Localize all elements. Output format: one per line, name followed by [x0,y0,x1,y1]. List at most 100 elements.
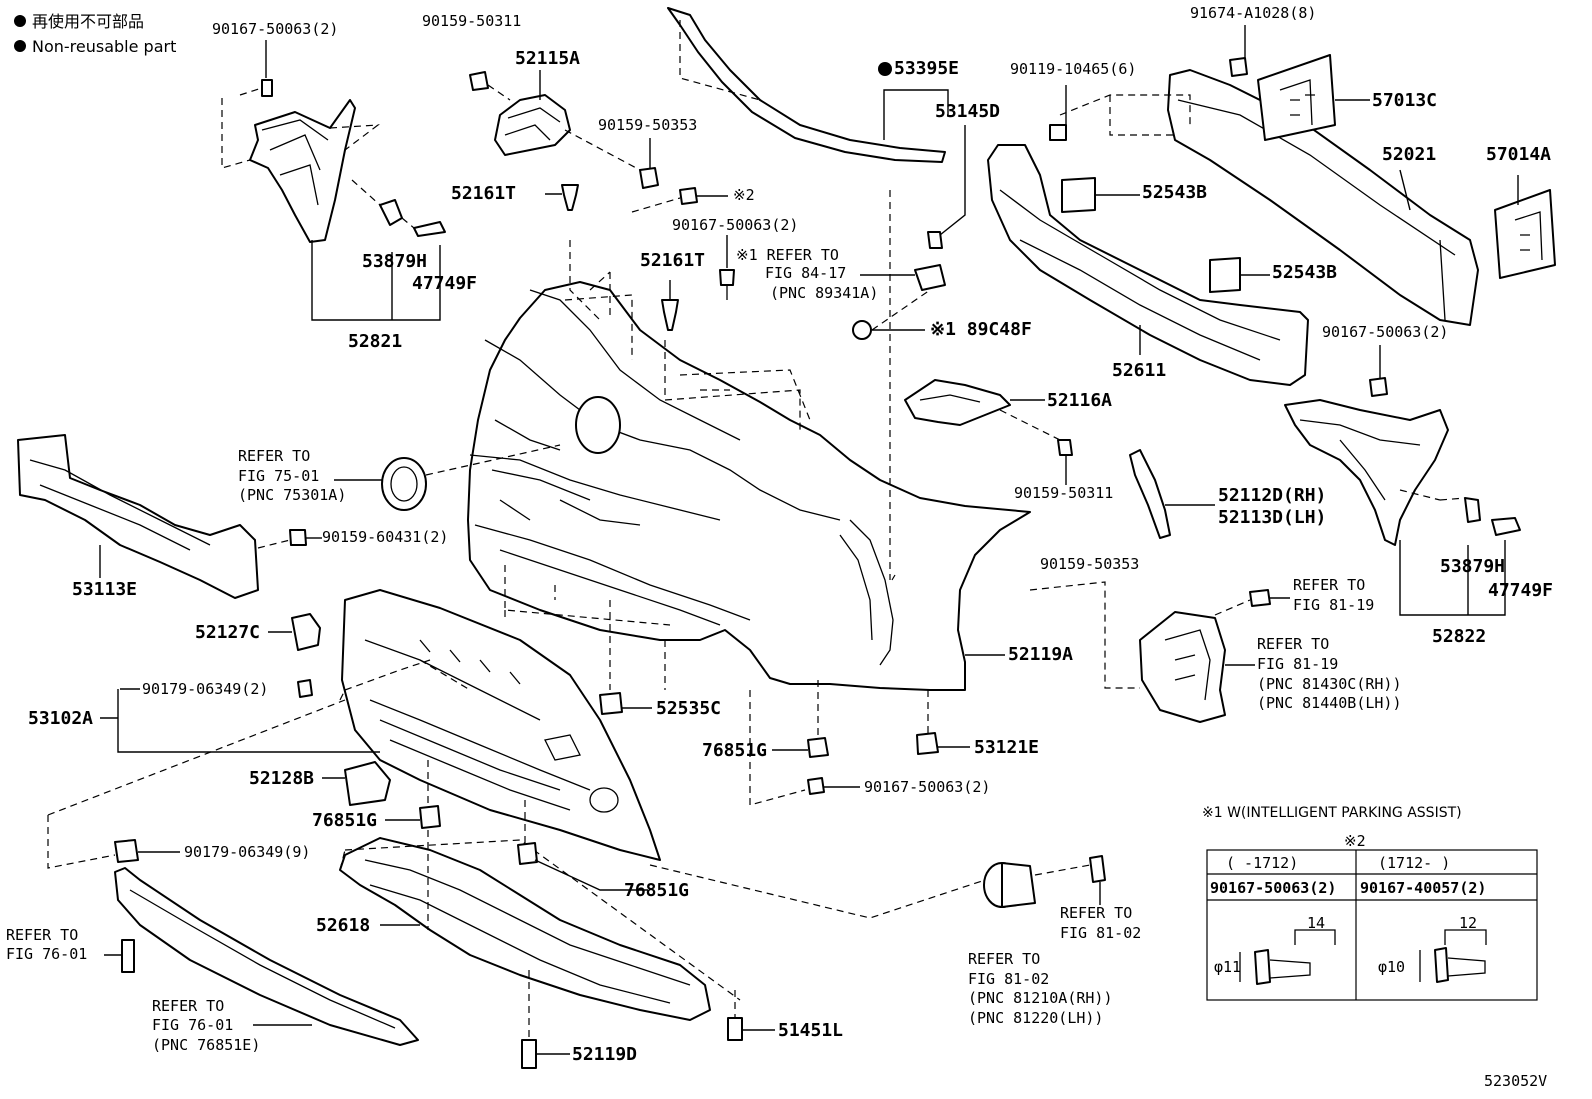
label-90159-50353-top: 90159-50353 [598,116,698,134]
screw-mark2-drawing [679,187,698,205]
spoiler-76851E-drawing [114,867,419,1046]
label-52112D: 52112D(RH) [1218,485,1327,506]
label-fig-81-19-a: FIG 81-19 [1293,596,1375,614]
label-pnc-89341A: (PNC 89341A) [770,284,879,302]
bracket-52115A-drawing [469,71,659,189]
label-52543B-a: 52543B [1142,182,1208,203]
label-89C48F: ※1 89C48F [930,319,1032,340]
note-col2-length: 12 [1459,914,1478,932]
label-refer-75-01: REFER TO [238,447,311,465]
label-51451L: 51451L [778,1020,844,1041]
label-52113D: 52113D(LH) [1218,507,1327,528]
label-53879H-left: 53879H [362,251,428,272]
note-col2-part: 90167-40057(2) [1360,879,1487,897]
label-52611: 52611 [1112,360,1167,381]
note-col1-diameter: φ11 [1214,958,1242,976]
undercover-53113E-drawing [17,434,259,599]
non-reusable-bullet-icon [14,15,26,27]
label-fig-76-01-b: FIG 76-01 [152,1016,234,1034]
bracket-57014A-drawing [1494,189,1556,279]
label-53113E: 53113E [72,579,138,600]
label-pnc-81440B: (PNC 81440B(LH)) [1257,694,1402,712]
label-pnc-81210A: (PNC 81210A(RH)) [968,989,1113,1007]
bracket-52822-drawing [1284,377,1521,546]
label-53102A: 53102A [28,708,94,729]
undercover-52618-drawing [339,837,711,1021]
label-76851G-a: 76851G [702,740,768,761]
label-57013C: 57013C [1372,90,1438,111]
label-90159-60431: 90159-60431(2) [322,528,449,546]
label-90119-10465: 90119-10465(6) [1010,60,1137,78]
label-52119A: 52119A [1008,644,1074,665]
retainer-89C48F-drawing [852,320,872,340]
note-table-mark: ※2 [1344,832,1366,850]
label-90179-06349-a: 90179-06349(2) [142,680,269,698]
label-fig-84-17: FIG 84-17 [765,264,847,282]
label-76851G-b: 76851G [312,810,378,831]
label-52543B-b: 52543B [1272,262,1338,283]
label-52127C: 52127C [195,622,261,643]
label-52116A: 52116A [1047,390,1113,411]
label-refer-76-01-b: REFER TO [152,997,225,1015]
label-90167-50063-right: 90167-50063(2) [1322,323,1449,341]
label-91674-A1028: 91674-A1028(8) [1190,4,1317,22]
clip-52161T-a-drawing [561,184,579,211]
absorber-52611-drawing [987,144,1309,386]
fog-cover-81210A-drawing [983,862,1036,908]
label-52161T-b: 52161T [640,250,706,271]
legend-jp: 再使用不可部品 [32,12,144,31]
label-52021: 52021 [1382,144,1437,165]
label-52618: 52618 [316,915,371,936]
label-pnc-76851E: (PNC 76851E) [152,1036,261,1054]
label-refer-81-19-b: REFER TO [1257,635,1330,653]
note-col1-part: 90167-50063(2) [1210,879,1337,897]
label-53879H-right: 53879H [1440,556,1506,577]
label-53121E: 53121E [974,737,1040,758]
label-fig-75-01: FIG 75-01 [238,467,320,485]
screw-90167-mid-drawing [719,269,735,300]
note-table [1206,849,1538,1001]
label-76851G-c: 76851G [624,880,690,901]
note-table-title: ※1 W(INTELLIGENT PARKING ASSIST) [1202,805,1462,821]
label-52822: 52822 [1432,626,1487,647]
legend-en: Non-reusable part [32,37,176,56]
label-pnc-81430C: (PNC 81430C(RH)) [1257,675,1402,693]
label-refer-81-02-b: REFER TO [968,950,1041,968]
foglamp-81430C-drawing [1139,611,1226,723]
bracket-52821-drawing [221,79,446,243]
note-col2-diameter: φ10 [1378,958,1406,976]
label-diagram-id: 523052V [1484,1072,1548,1090]
garnish-52112D-drawing [1129,449,1171,539]
label-53145D: 53145D [935,101,1001,122]
cap-52127C-drawing [291,613,321,651]
label-refer-76-01-a: REFER TO [6,926,79,944]
label-47749F-left: 47749F [412,273,478,294]
sensor-89341A-drawing [914,264,946,291]
label-90159-50311-mid: 90159-50311 [1014,484,1114,502]
label-fig-81-02-b: FIG 81-02 [968,970,1050,988]
label-52535C: 52535C [656,698,722,719]
non-reusable-bullet-icon [878,62,892,76]
label-fig-81-19-b: FIG 81-19 [1257,655,1339,673]
label-refer-81-19-a: REFER TO [1293,576,1366,594]
label-52161T-a: 52161T [451,183,517,204]
label-52128B: 52128B [249,768,315,789]
label-52119D: 52119D [572,1044,638,1065]
label-57014A: 57014A [1486,144,1552,165]
label-90167-50063-bot: 90167-50063(2) [864,778,991,796]
label-90159-50311-top: 90159-50311 [422,12,522,30]
label-52821: 52821 [348,331,403,352]
label-90179-06349-b: 90179-06349(9) [184,843,311,861]
label-refer-84-17: ※1 REFER TO [736,246,839,264]
label-53395E: 53395E [894,58,960,79]
note-col1-length: 14 [1307,914,1326,932]
non-reusable-bullet-icon [14,40,26,52]
label-fig-76-01-a: FIG 76-01 [6,945,88,963]
label-90167-50063-tl: 90167-50063(2) [212,20,339,38]
bracket-57013C-drawing [1229,54,1336,141]
label-47749F-right: 47749F [1488,580,1554,601]
label-mark2: ※2 [733,186,755,204]
legend: 再使用不可部品 Non-reusable part [14,12,176,56]
label-pnc-81220: (PNC 81220(LH)) [968,1009,1104,1027]
